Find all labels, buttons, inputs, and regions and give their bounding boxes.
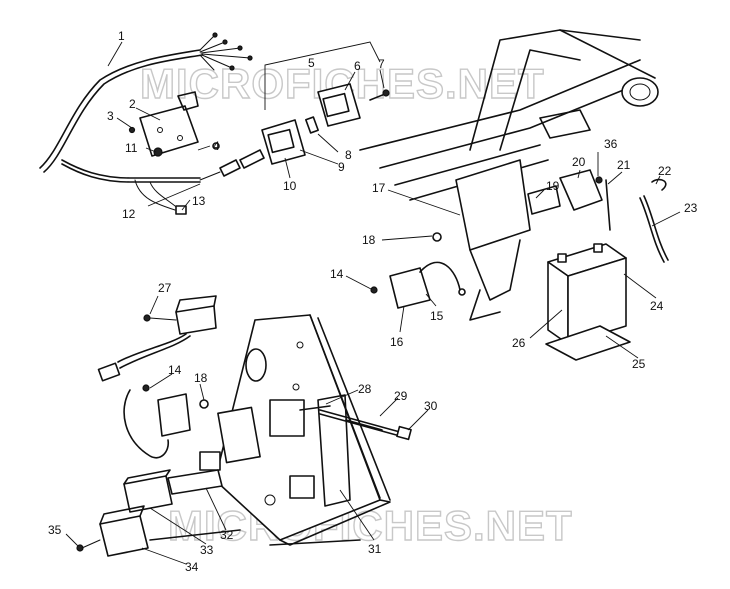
battery <box>547 243 627 345</box>
callout-12: 12 <box>122 207 136 221</box>
callout-8: 8 <box>345 148 352 162</box>
callout-18-upper: 18 <box>362 233 376 247</box>
callout-14-lower: 14 <box>168 363 182 377</box>
washer-icon <box>432 232 442 242</box>
callout-23: 23 <box>684 201 698 215</box>
callout-27: 27 <box>158 281 172 295</box>
callout-18-lower: 18 <box>194 371 208 385</box>
wire-harness <box>39 32 253 215</box>
strap <box>605 179 611 231</box>
callout-17: 17 <box>372 181 386 195</box>
callout-24: 24 <box>650 299 664 313</box>
cdi-box <box>97 295 217 382</box>
nut-icon <box>153 147 163 157</box>
callout-11: 11 <box>125 141 138 155</box>
callout-3: 3 <box>107 109 114 123</box>
callout-20: 20 <box>572 155 586 169</box>
callout-6: 6 <box>354 59 361 73</box>
callout-10: 10 <box>283 179 297 193</box>
callout-36: 36 <box>604 137 618 151</box>
callout-25: 25 <box>632 357 646 371</box>
light-housing-assembly <box>199 41 390 181</box>
callout-31: 31 <box>368 542 382 556</box>
battery-pad <box>545 325 631 361</box>
callout-5: 5 <box>308 56 315 70</box>
relay-bracket <box>123 469 223 513</box>
battery-cover <box>559 169 603 211</box>
mount-plate <box>139 91 199 157</box>
ignition-coil-lower <box>123 384 209 459</box>
callout-28: 28 <box>358 382 372 396</box>
callout-35: 35 <box>48 523 62 537</box>
callout-7: 7 <box>378 57 385 71</box>
callout-32: 32 <box>220 528 234 542</box>
fuse-holder <box>76 505 149 557</box>
callout-30: 30 <box>424 399 438 413</box>
callout-4: 4 <box>213 139 220 153</box>
callout-19: 19 <box>546 179 560 193</box>
screw-icon <box>595 176 603 184</box>
callout-29: 29 <box>394 389 408 403</box>
callout-2: 2 <box>129 97 136 111</box>
callout-16: 16 <box>390 335 404 349</box>
screw-icon <box>128 126 136 134</box>
callout-26: 26 <box>512 336 526 350</box>
pad <box>527 185 561 215</box>
callout-34: 34 <box>185 560 199 574</box>
bolt-group <box>299 405 412 441</box>
frame <box>359 29 659 321</box>
callout-14-upper: 14 <box>330 267 344 281</box>
callout-9: 9 <box>338 160 345 174</box>
vent-tube <box>639 178 669 263</box>
callout-15: 15 <box>430 309 444 323</box>
leader-lines <box>65 41 681 565</box>
washer-icon <box>212 142 220 150</box>
mounting-panel <box>149 314 391 546</box>
watermark-bottom: MICROFICHES.NET <box>168 502 573 549</box>
callout-13: 13 <box>192 194 206 208</box>
ignition-coil-upper <box>370 261 466 309</box>
callout-21: 21 <box>617 158 631 172</box>
callout-22: 22 <box>658 164 672 178</box>
callouts: 1 2 3 4 5 6 7 8 9 10 11 12 13 14 15 16 1… <box>48 29 698 574</box>
callout-1: 1 <box>118 29 125 43</box>
callout-33: 33 <box>200 543 214 557</box>
